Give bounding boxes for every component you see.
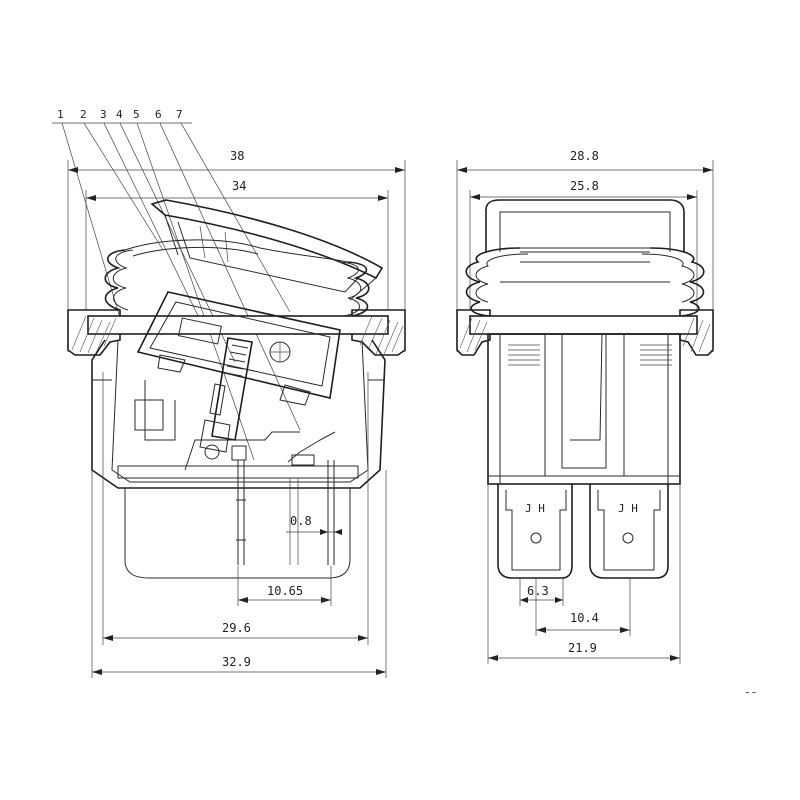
front-dim-32-9: 32.9 bbox=[222, 655, 251, 669]
front-dim-0-8: 0.8 bbox=[290, 514, 312, 528]
panel-flange bbox=[67, 309, 406, 356]
side-ribs bbox=[508, 344, 672, 366]
callout-4: 4 bbox=[116, 108, 123, 121]
side-dim-6-3: 6.3 bbox=[527, 584, 549, 598]
front-top-dimensions: 38 34 bbox=[67, 149, 406, 352]
rocker-mechanism bbox=[136, 291, 341, 406]
side-dim-28-8: 28.8 bbox=[570, 149, 599, 163]
housing-body bbox=[91, 339, 386, 489]
side-view: 28.8 25.8 bbox=[456, 149, 714, 664]
callout-7: 7 bbox=[176, 108, 183, 121]
side-dim-10-4: 10.4 bbox=[570, 611, 599, 625]
callout-1: 1 bbox=[57, 108, 64, 121]
side-panel-flange bbox=[456, 309, 714, 356]
rubber-boot bbox=[104, 239, 370, 317]
side-rocker-cap bbox=[485, 199, 685, 263]
callout-5: 5 bbox=[133, 108, 140, 121]
front-dim-34: 34 bbox=[232, 179, 246, 193]
side-bottom-dimensions: 6.3 10.4 21.9 bbox=[487, 484, 681, 664]
terminal-mark-left: J H bbox=[525, 502, 545, 515]
callout-labels: 1 2 3 4 5 6 7 bbox=[52, 108, 192, 124]
side-terminals: J H J H bbox=[497, 484, 669, 579]
lower-body-pins bbox=[124, 460, 351, 579]
side-dim-25-8: 25.8 bbox=[570, 179, 599, 193]
side-rubber-boot bbox=[465, 247, 705, 317]
callout-6: 6 bbox=[155, 108, 162, 121]
front-bottom-dimensions: 0.8 10.65 29.6 32.9 bbox=[91, 372, 387, 678]
callout-3: 3 bbox=[100, 108, 107, 121]
front-dim-38: 38 bbox=[230, 149, 244, 163]
rocker-cap bbox=[150, 199, 384, 301]
side-dim-21-9: 21.9 bbox=[568, 641, 597, 655]
plunger-spring bbox=[199, 337, 253, 460]
terminal-mark-right: J H bbox=[618, 502, 638, 515]
front-dim-10-65: 10.65 bbox=[267, 584, 303, 598]
front-dim-29-6: 29.6 bbox=[222, 621, 251, 635]
front-view: 38 34 bbox=[67, 149, 406, 678]
callout-2: 2 bbox=[80, 108, 87, 121]
corner-mark: ˉˉ bbox=[744, 690, 757, 703]
side-housing-body bbox=[487, 333, 681, 485]
leader-lines bbox=[61, 122, 301, 461]
contacts bbox=[184, 431, 336, 471]
